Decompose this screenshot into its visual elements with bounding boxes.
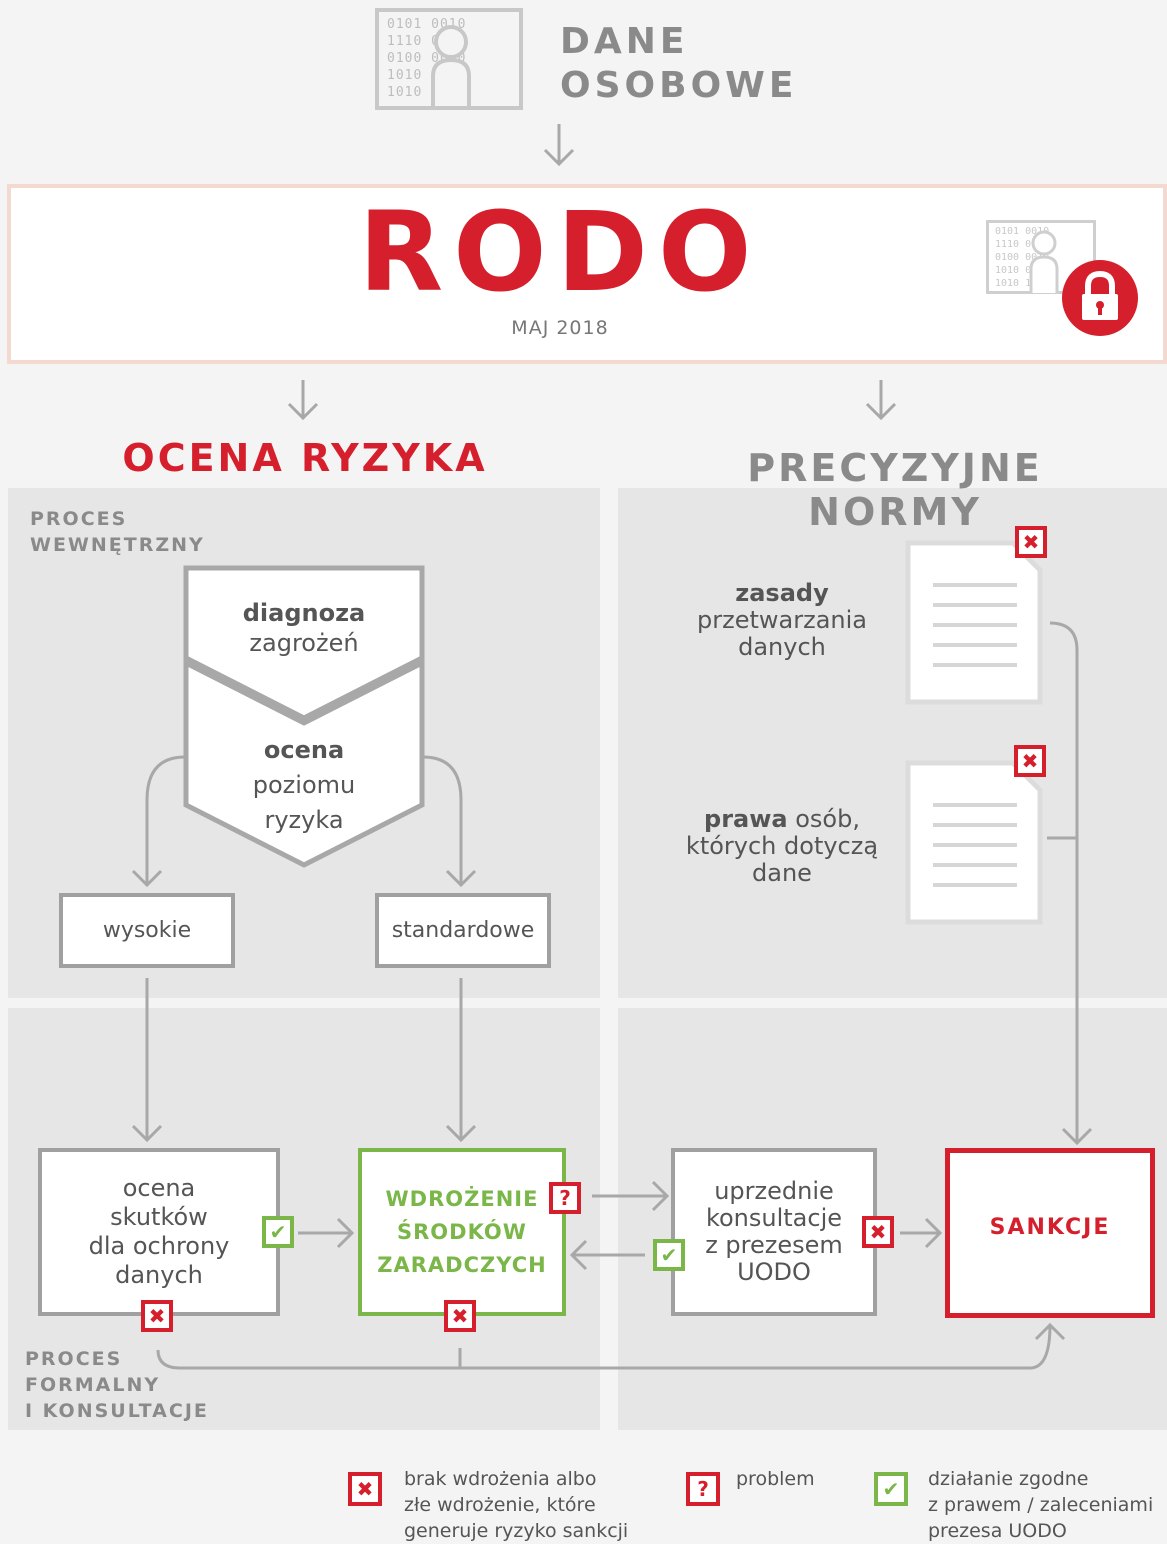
impact-line1: ocena bbox=[122, 1174, 196, 1202]
consult-line3: z prezesem bbox=[705, 1231, 843, 1259]
banner-title: RODO bbox=[358, 188, 762, 316]
legend-x-text: brak wdrożenia albo złe wdrożenie, które… bbox=[404, 1466, 628, 1544]
formal-label-line3: I KONSULTACJE bbox=[25, 1400, 209, 1422]
legend-check-icon: ✔ bbox=[874, 1472, 908, 1506]
legend-question-text: problem bbox=[736, 1468, 815, 1490]
high-risk-label: wysokie bbox=[102, 917, 192, 943]
consult-line2: konsultacje bbox=[705, 1204, 843, 1232]
x-mark-icon: ✖ bbox=[141, 1300, 173, 1332]
formal-process-label: PROCES FORMALNY I KONSULTACJE bbox=[25, 1346, 209, 1424]
document-icon bbox=[905, 540, 1043, 705]
risk-level-line2: poziomu bbox=[252, 771, 356, 799]
risk-level-text: ocena poziomu ryzyka bbox=[185, 733, 423, 838]
risk-level-line3: ryzyka bbox=[264, 806, 344, 834]
x-mark-icon: ✖ bbox=[1014, 745, 1046, 777]
personal-data-icon: 0101 0010 1110 0101 0100 0010 1010 0010 … bbox=[375, 8, 523, 110]
rules-bold: zasady bbox=[735, 579, 829, 607]
consult-line4: UODO bbox=[737, 1258, 811, 1286]
legend-question-icon: ? bbox=[686, 1472, 720, 1506]
formal-label-line2: FORMALNY bbox=[25, 1374, 161, 1396]
legend-check-line1: działanie zgodne bbox=[928, 1468, 1089, 1490]
legend-check-text: działanie zgodne z prawem / zaleceniami … bbox=[928, 1466, 1153, 1544]
processing-rules-text: zasady przetwarzania danych bbox=[670, 580, 894, 661]
person-icon bbox=[431, 25, 471, 106]
person-icon bbox=[1029, 230, 1059, 293]
impact-line3: dla ochrony bbox=[88, 1232, 230, 1260]
lock-icon bbox=[1062, 260, 1138, 336]
remedy-line2: ŚRODKÓW bbox=[397, 1219, 527, 1244]
standard-risk-label: standardowe bbox=[391, 917, 535, 943]
rules-line3: danych bbox=[738, 633, 826, 661]
document-icon bbox=[905, 760, 1043, 925]
header-title-line1: DANE bbox=[560, 21, 689, 62]
legend-x-icon: ✖ bbox=[348, 1472, 382, 1506]
formal-label-line1: PROCES bbox=[25, 1348, 123, 1370]
banner-subtitle: MAJ 2018 bbox=[511, 317, 609, 339]
prior-consultation-box: uprzednie konsultacje z prezesem UODO bbox=[671, 1148, 877, 1316]
process-chevron-shape bbox=[183, 565, 425, 868]
sanctions-label: SANKCJE bbox=[989, 1215, 1111, 1240]
binary-row: 1010 1010 bbox=[995, 278, 1050, 289]
remedial-measures-box: WDROŻENIE ŚRODKÓW ZARADCZYCH bbox=[358, 1148, 566, 1316]
consult-line1: uprzednie bbox=[714, 1177, 834, 1205]
remedy-line1: WDROŻENIE bbox=[385, 1186, 539, 1211]
risk-level-bold: ocena bbox=[263, 736, 345, 764]
internal-label-line2: WEWNĘTRZNY bbox=[30, 534, 205, 556]
rights-bold: prawa bbox=[704, 805, 788, 833]
risk-assessment-heading: OCENA RYZYKA bbox=[122, 436, 488, 480]
rights-rest: osób, bbox=[787, 805, 860, 833]
binary-row: 0100 0010 bbox=[995, 252, 1050, 263]
x-mark-icon: ✖ bbox=[1015, 526, 1047, 558]
header-title-line2: OSOBOWE bbox=[560, 65, 798, 106]
diagnosis-text: diagnoza zagrożeń bbox=[185, 598, 423, 658]
diagnosis-normal: zagrożeń bbox=[249, 629, 359, 657]
high-risk-box: wysokie bbox=[59, 893, 235, 968]
legend-check-line3: prezesa UODO bbox=[928, 1520, 1067, 1542]
legend-x-line2: złe wdrożenie, które bbox=[404, 1494, 596, 1516]
check-mark-icon: ✔ bbox=[262, 1216, 294, 1248]
diagnosis-bold: diagnoza bbox=[242, 599, 366, 627]
binary-row: 0101 0010 bbox=[995, 226, 1050, 237]
standard-risk-box: standardowe bbox=[375, 893, 551, 968]
impact-line4: danych bbox=[115, 1261, 203, 1289]
check-mark-icon: ✔ bbox=[653, 1239, 685, 1271]
sanctions-box: SANKCJE bbox=[945, 1148, 1155, 1318]
rights-line2: których dotyczą bbox=[685, 832, 879, 860]
rodo-banner bbox=[7, 184, 1167, 364]
question-mark-icon: ? bbox=[549, 1182, 581, 1214]
internal-process-label: PROCES WEWNĘTRZNY bbox=[30, 506, 205, 558]
data-subject-rights-text: prawa osób, których dotyczą dane bbox=[660, 806, 904, 887]
impact-line2: skutków bbox=[110, 1203, 208, 1231]
legend-x-line3: generuje ryzyko sankcji bbox=[404, 1520, 629, 1542]
internal-label-line1: PROCES bbox=[30, 508, 128, 530]
rights-line3: dane bbox=[752, 859, 812, 887]
x-mark-icon: ✖ bbox=[862, 1216, 894, 1248]
binary-row: 1110 0101 bbox=[995, 239, 1050, 250]
legend-check-line2: z prawem / zaleceniami bbox=[928, 1494, 1154, 1516]
precise-norms-heading: PRECYZYJNE NORMY bbox=[747, 446, 1043, 534]
rules-line2: przetwarzania bbox=[697, 606, 867, 634]
x-mark-icon: ✖ bbox=[444, 1300, 476, 1332]
remedy-line3: ZARADCZYCH bbox=[377, 1252, 547, 1277]
binary-row: 1010 0010 bbox=[995, 265, 1050, 276]
impact-assessment-box: ocena skutków dla ochrony danych bbox=[38, 1148, 280, 1316]
legend-x-line1: brak wdrożenia albo bbox=[404, 1468, 597, 1490]
